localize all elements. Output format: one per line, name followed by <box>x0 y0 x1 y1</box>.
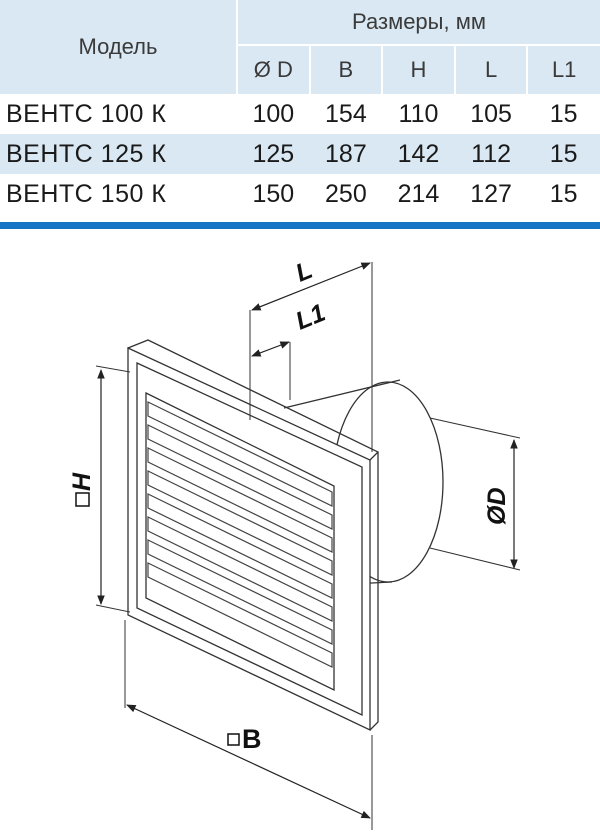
extension-lines <box>95 262 521 830</box>
model-header: Модель <box>0 0 238 94</box>
louvre-slats <box>147 401 333 668</box>
label-l: L <box>292 256 317 288</box>
column-header-l: L <box>453 45 528 94</box>
column-header-d: Ø D <box>237 45 310 94</box>
cell-l1: 15 <box>527 134 600 174</box>
cell-l: 105 <box>470 99 512 128</box>
table-row: ВЕНТС 125 К 125 187 142 112 15 <box>0 134 600 174</box>
cell-b: 187 <box>309 134 383 174</box>
dimension-l-line <box>251 262 371 311</box>
cell-h: 214 <box>397 179 440 208</box>
fan-drawing: L L1 H ØD B <box>68 256 521 830</box>
table-row: ВЕНТС 150 К 150 250 214 127 15 <box>0 174 600 214</box>
label-d: ØD <box>483 488 511 526</box>
cell-l: 112 <box>454 134 528 174</box>
cell-l: 127 <box>470 179 512 208</box>
label-h: H <box>68 472 96 491</box>
column-header-l1: L1 <box>526 45 600 94</box>
cell-d: 100 <box>252 99 295 128</box>
frame-depth-edge <box>127 339 380 731</box>
label-l1: L1 <box>292 299 330 336</box>
cell-b: 154 <box>325 99 367 128</box>
cell-h: 142 <box>382 134 455 174</box>
column-header-b: B <box>308 45 383 94</box>
square-symbol-icon <box>75 492 90 507</box>
accent-divider <box>0 222 600 229</box>
dimensions-group-header: Размеры, мм <box>237 0 600 46</box>
cell-d: 150 <box>252 179 295 208</box>
motor-cylinder-top-edge <box>283 379 401 409</box>
cell-d: 125 <box>237 134 310 174</box>
dimension-b-line <box>126 704 371 819</box>
label-b: B <box>242 724 262 754</box>
row-model: ВЕНТС 100 К <box>6 99 167 128</box>
cell-h: 110 <box>398 99 439 128</box>
louvre-panel <box>145 391 335 692</box>
column-header-h: H <box>381 45 455 94</box>
table-row: ВЕНТС 100 К 100 154 110 105 15 <box>0 94 600 134</box>
row-model: ВЕНТС 125 К <box>0 134 237 174</box>
cell-l1: 15 <box>549 99 578 128</box>
dimension-l1-line <box>251 341 290 357</box>
dimensions-table: Модель Размеры, мм Ø D B H L L1 ВЕНТС 10… <box>0 0 600 214</box>
square-symbol-icon <box>227 733 240 746</box>
cell-l1: 15 <box>549 179 578 208</box>
row-model: ВЕНТС 150 К <box>6 179 167 208</box>
cell-b: 250 <box>325 179 367 208</box>
